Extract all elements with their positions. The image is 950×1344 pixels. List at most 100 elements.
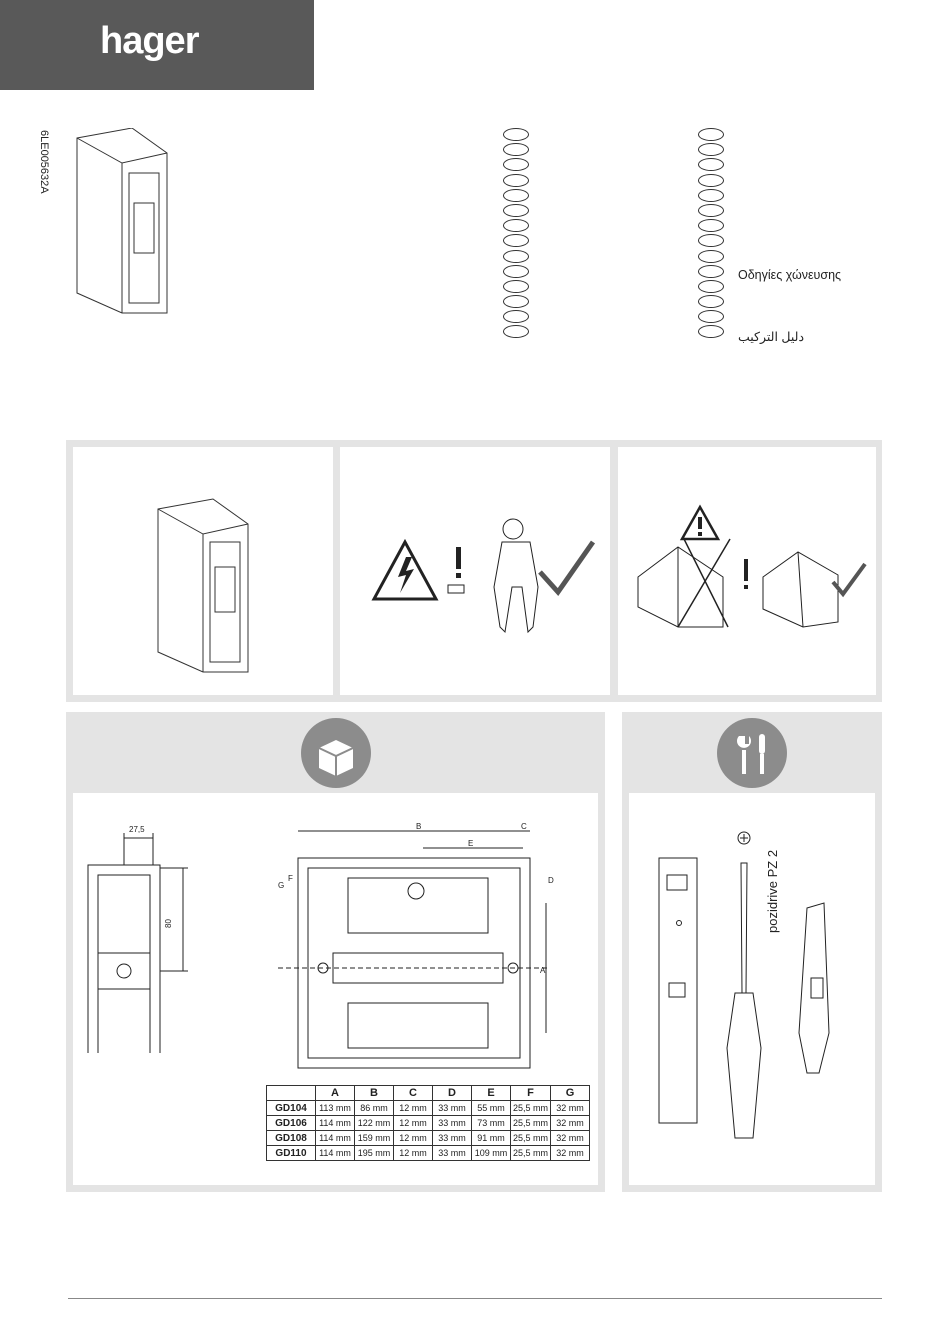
language-bullet — [503, 234, 529, 248]
screwdriver — [740, 862, 748, 994]
side-view-drawing: 27,5 80 — [87, 825, 188, 1053]
table-row: GD110 114 mm 195 mm 12 mm 33 mm 109 mm 2… — [266, 1145, 591, 1161]
header-cell: C — [393, 1085, 433, 1101]
table-cell: 122 mm — [354, 1115, 394, 1131]
screwdriver-label: pozidrive PZ 2 — [765, 850, 780, 933]
language-bullet — [503, 279, 529, 293]
enclosure-illustration — [76, 128, 168, 314]
header-cell — [266, 1085, 316, 1101]
table-cell: 12 mm — [393, 1145, 433, 1161]
language-bullet — [503, 128, 529, 141]
brand-header — [0, 0, 314, 90]
table-cell: 32 mm — [550, 1145, 591, 1161]
table-cell: 159 mm — [354, 1130, 394, 1146]
table-cell: 12 mm — [393, 1100, 433, 1116]
electrician-warning-illustration — [371, 518, 596, 634]
language-bullet — [503, 173, 529, 187]
language-bullet — [698, 234, 724, 248]
dim-F-label: F — [288, 874, 293, 883]
doc-reference: 6LE005632A — [38, 130, 50, 194]
table-cell: GD104 — [266, 1100, 316, 1116]
language-list-2 — [698, 128, 724, 341]
language-bullet — [698, 143, 724, 157]
table-cell: 32 mm — [550, 1100, 591, 1116]
pozidrive-icon — [737, 831, 751, 845]
panel-indoor-use — [618, 447, 876, 695]
language-list-1 — [503, 128, 529, 341]
table-row: GD108 114 mm 159 mm 12 mm 33 mm 91 mm 25… — [266, 1130, 591, 1146]
language-bullet — [698, 128, 724, 141]
table-cell: 25,5 mm — [509, 1115, 552, 1131]
table-cell: 195 mm — [354, 1145, 394, 1161]
side-width-label: 27,5 — [129, 825, 145, 834]
dim-G-label: G — [278, 881, 284, 890]
table-cell: 114 mm — [315, 1115, 355, 1131]
panel-product — [73, 447, 333, 695]
language-bullet — [503, 264, 529, 278]
table-cell: 33 mm — [432, 1115, 472, 1131]
enclosure-illustration — [157, 498, 249, 673]
language-bullet — [503, 325, 529, 339]
header-cell: F — [509, 1085, 552, 1101]
table-header-row: A B C D E F G — [266, 1085, 591, 1101]
cutter-knife — [798, 902, 830, 1074]
language-bullet — [698, 264, 724, 278]
table-cell: 32 mm — [550, 1115, 591, 1131]
language-bullet — [698, 158, 724, 172]
level-tool — [658, 857, 698, 1124]
dim-C-label: C — [521, 823, 527, 831]
header-cell: B — [354, 1085, 394, 1101]
greek-label: Οδηγίες χώνευσης — [738, 268, 842, 282]
panel-electrician — [340, 447, 610, 695]
arabic-label: دليل التركيب — [738, 330, 805, 344]
language-bullet — [503, 310, 529, 324]
table-cell: 33 mm — [432, 1145, 472, 1161]
language-bullet — [503, 295, 529, 309]
box-icon — [301, 718, 371, 788]
table-cell: 86 mm — [354, 1100, 394, 1116]
language-bullet — [503, 143, 529, 157]
language-bullet — [503, 219, 529, 233]
check-icon — [538, 540, 596, 597]
language-bullet — [698, 188, 724, 202]
language-bullet — [698, 310, 724, 324]
tools-illustration: pozidrive PZ 2 — [658, 831, 830, 1139]
language-bullet — [503, 158, 529, 172]
dim-B-label: B — [416, 823, 421, 831]
language-bullet — [698, 203, 724, 217]
table-cell: 55 mm — [471, 1100, 511, 1116]
tools-drawing-area: pozidrive PZ 2 — [629, 793, 875, 1185]
header-cell: D — [432, 1085, 472, 1101]
table-cell: GD108 — [266, 1130, 316, 1146]
table-cell: GD106 — [266, 1115, 316, 1131]
dim-A-label: A — [540, 966, 546, 975]
table-cell: 32 mm — [550, 1130, 591, 1146]
header-cell: E — [471, 1085, 511, 1101]
table-cell: 12 mm — [393, 1115, 433, 1131]
language-bullet — [503, 249, 529, 263]
table-cell: 73 mm — [471, 1115, 511, 1131]
dim-E-label: E — [468, 839, 473, 848]
language-bullet — [503, 203, 529, 217]
language-bullet — [698, 219, 724, 233]
header-cell: G — [550, 1085, 591, 1101]
indoor-installation-illustration — [637, 504, 867, 628]
table-cell: 25,5 mm — [509, 1145, 552, 1161]
check-icon — [831, 562, 867, 598]
language-bullet — [698, 295, 724, 309]
language-bullet — [698, 173, 724, 187]
front-view-drawing: B C E D A G F — [278, 823, 554, 1069]
header-cell: A — [315, 1085, 355, 1101]
language-bullet — [503, 188, 529, 202]
language-bullet — [698, 279, 724, 293]
tools-icon — [717, 718, 787, 788]
table-cell: 91 mm — [471, 1130, 511, 1146]
table-cell: 114 mm — [315, 1145, 355, 1161]
language-bullet — [698, 249, 724, 263]
dimension-table: A B C D E F G GD104 113 mm 86 mm 12 mm 3… — [266, 1085, 591, 1161]
table-cell: 113 mm — [315, 1100, 355, 1116]
table-cell: 12 mm — [393, 1130, 433, 1146]
table-cell: 109 mm — [471, 1145, 511, 1161]
table-cell: 114 mm — [315, 1130, 355, 1146]
table-cell: 33 mm — [432, 1100, 472, 1116]
